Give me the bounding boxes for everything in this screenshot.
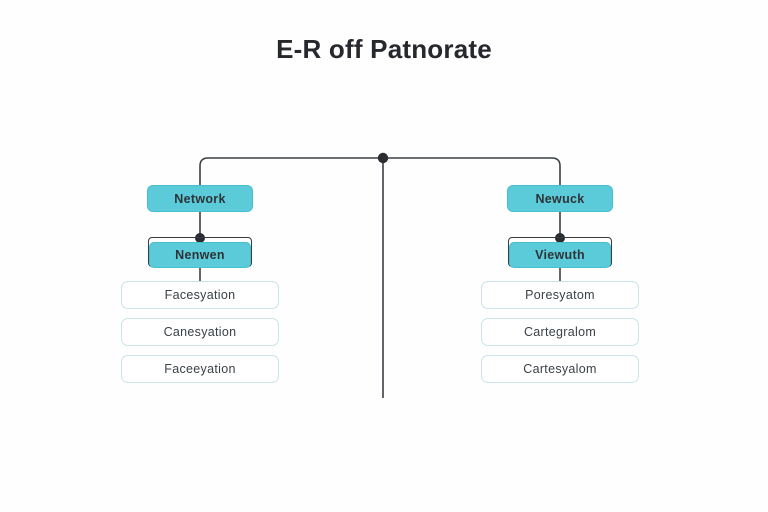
right-junction-dot	[555, 233, 565, 243]
left-attribute-box-1: Facesyation	[121, 281, 279, 309]
right-attribute-label-3: Cartesyalom	[523, 362, 597, 376]
right-attribute-label-1: Poresyatom	[525, 288, 595, 302]
left-attribute-label-3: Faceeyation	[164, 362, 236, 376]
right-attribute-box-2: Cartegralom	[481, 318, 639, 346]
left-entity-box: Network	[147, 185, 253, 212]
left-sub-entity-label: Nenwen	[175, 248, 225, 262]
left-sub-entity-box: Nenwen	[149, 242, 251, 268]
left-attribute-label-1: Facesyation	[164, 288, 236, 302]
right-sub-entity-label: Viewuth	[535, 248, 585, 262]
right-entity-box: Newuck	[507, 185, 613, 212]
left-attribute-box-2: Canesyation	[121, 318, 279, 346]
right-entity-label: Newuck	[535, 191, 585, 206]
right-sub-entity-box: Viewuth	[509, 242, 611, 268]
left-junction-dot	[195, 233, 205, 243]
left-attribute-label-2: Canesyation	[163, 325, 237, 339]
right-attribute-box-3: Cartesyalom	[481, 355, 639, 383]
left-attribute-box-3: Faceeyation	[121, 355, 279, 383]
left-entity-label: Network	[174, 191, 226, 206]
right-attribute-box-1: Poresyatom	[481, 281, 639, 309]
center-junction-dot	[377, 152, 389, 164]
right-attribute-label-2: Cartegralom	[523, 325, 597, 339]
diagram-title: E-R off Patnorate	[276, 34, 492, 64]
